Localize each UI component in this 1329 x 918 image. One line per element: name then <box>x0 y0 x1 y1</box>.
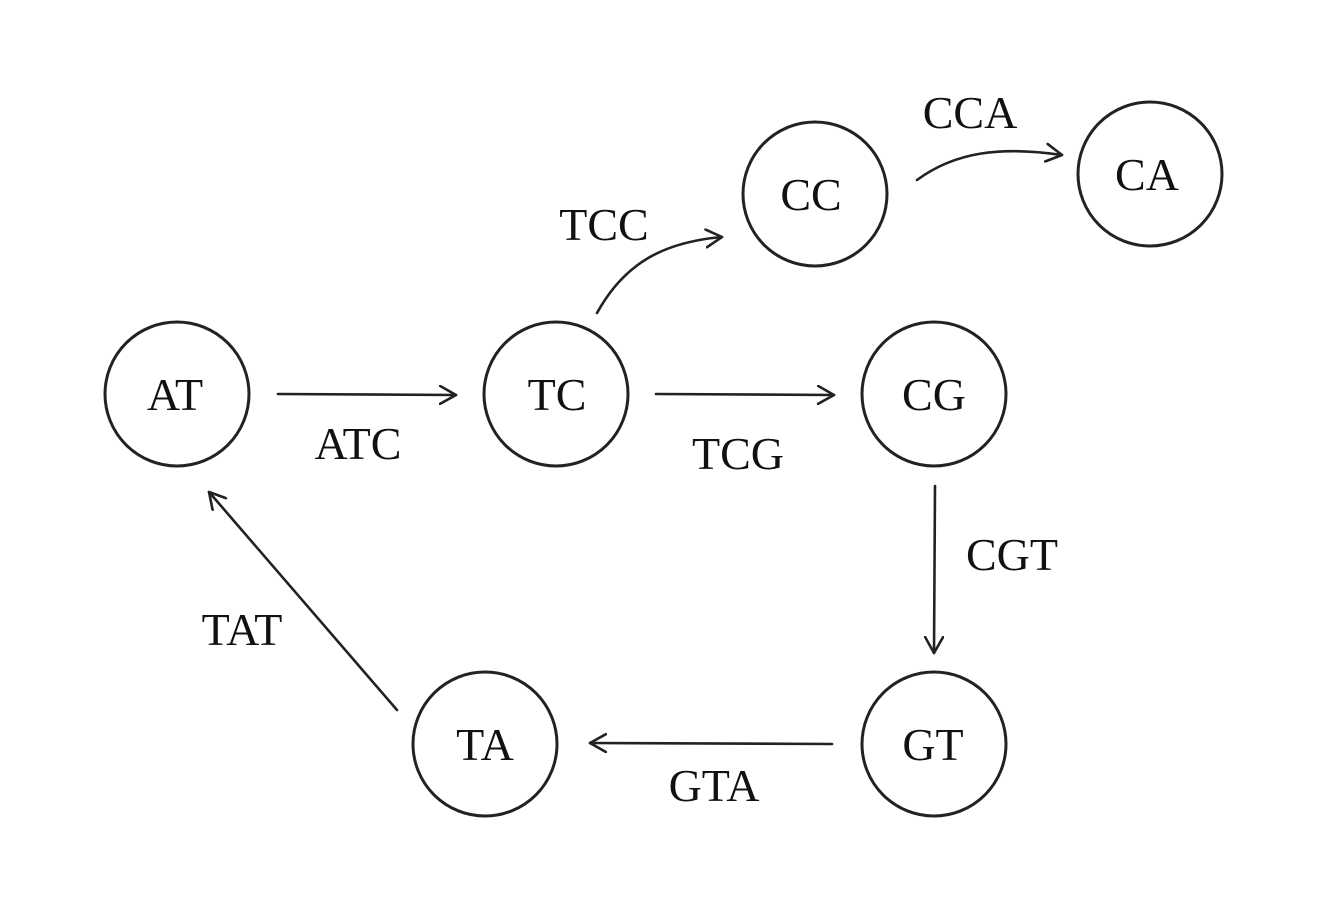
node-at-label: AT <box>147 369 203 420</box>
edge-cgt-label: CGT <box>966 529 1058 580</box>
edge-cgt-arrow <box>934 484 935 655</box>
edge-tat-arrow <box>207 490 399 712</box>
edge-gta: GTA <box>588 743 834 811</box>
edge-cgt: CGT <box>934 484 1058 655</box>
node-tc-circle <box>482 320 630 468</box>
edge-cca: CCA <box>915 87 1064 182</box>
edge-tcc: TCC <box>559 199 724 315</box>
edge-gta-label: GTA <box>669 760 760 811</box>
node-gt: GT <box>860 670 1008 818</box>
edge-gta-arrow <box>588 743 834 744</box>
edge-tcc-label: TCC <box>559 199 648 250</box>
node-gt-label: GT <box>902 719 963 770</box>
node-ta-circle <box>411 670 559 818</box>
edge-tcg-label: TCG <box>692 428 784 479</box>
edge-tcg: TCG <box>654 394 836 479</box>
node-gt-circle <box>860 670 1008 818</box>
node-cc-circle <box>741 120 889 268</box>
node-cg-circle <box>860 320 1008 468</box>
edge-atc: ATC <box>276 394 458 469</box>
node-cc: CC <box>741 120 889 268</box>
edge-tat-label: TAT <box>202 604 283 655</box>
node-tc: TC <box>482 320 630 468</box>
node-cg: CG <box>860 320 1008 468</box>
edge-tat: TAT <box>202 490 399 712</box>
edge-atc-arrow <box>276 394 458 395</box>
node-tc-label: TC <box>528 369 587 420</box>
node-at-circle <box>103 320 251 468</box>
edge-tcg-arrow <box>654 394 836 395</box>
node-at: AT <box>103 320 251 468</box>
node-ta: TA <box>411 670 559 818</box>
edge-tcc-arrow <box>595 237 724 315</box>
node-ta-label: TA <box>456 719 514 770</box>
edge-atc-label: ATC <box>315 418 402 469</box>
edge-cca-arrow <box>915 151 1064 182</box>
node-ca-label: CA <box>1115 149 1179 200</box>
node-ca: CA <box>1076 100 1224 248</box>
node-ca-circle <box>1076 100 1224 248</box>
node-cc-label: CC <box>780 169 841 220</box>
node-cg-label: CG <box>902 369 966 420</box>
edge-cca-label: CCA <box>923 87 1018 138</box>
